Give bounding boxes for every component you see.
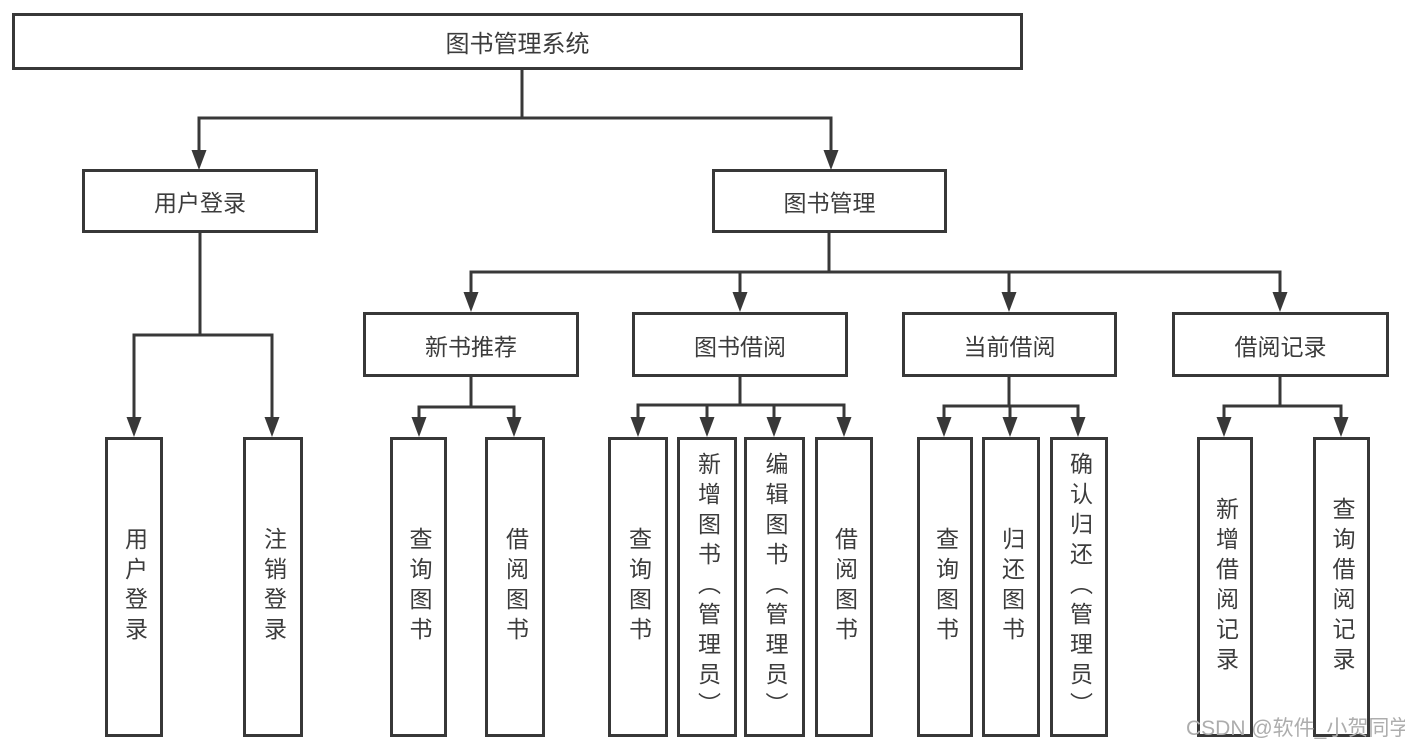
node-label: 新书推荐: [425, 333, 517, 360]
leaf-query-books-borrowing: 查询图书: [608, 437, 668, 737]
leaf-query-borrow-record: 查询借阅记录: [1313, 437, 1370, 737]
node-label: 查询图书: [932, 527, 959, 647]
node-label: 借阅图书: [502, 527, 529, 647]
node-label: 图书借阅: [694, 333, 786, 360]
node-label: 用户登录: [154, 190, 246, 216]
node-current-borrowing: 当前借阅: [902, 312, 1117, 377]
node-label: 查询借阅记录: [1329, 497, 1355, 677]
node-label: 借阅图书: [831, 527, 858, 647]
node-label: 新增图书（管理员）: [694, 452, 721, 722]
node-label: 编辑图书（管理员）: [762, 452, 788, 722]
leaf-borrow-books-recommend: 借阅图书: [485, 437, 545, 737]
leaf-return-books: 归还图书: [982, 437, 1040, 737]
leaf-logout: 注销登录: [243, 437, 303, 737]
leaf-edit-books-admin: 编辑图书（管理员）: [744, 437, 805, 737]
leaf-query-books-current: 查询图书: [917, 437, 973, 737]
node-label: 注销登录: [260, 527, 287, 647]
node-book-management: 图书管理: [712, 169, 947, 233]
node-user-login: 用户登录: [82, 169, 318, 233]
node-borrow-records: 借阅记录: [1172, 312, 1389, 377]
node-label: 查询图书: [406, 527, 432, 647]
leaf-query-books-recommend: 查询图书: [390, 437, 447, 737]
node-label: 图书管理: [783, 190, 876, 216]
node-label: 确认归还（管理员）: [1066, 452, 1093, 722]
leaf-confirm-return-admin: 确认归还（管理员）: [1050, 437, 1108, 737]
node-book-borrowing: 图书借阅: [632, 312, 848, 377]
leaf-add-books-admin: 新增图书（管理员）: [677, 437, 737, 737]
node-library-system: 图书管理系统: [12, 13, 1023, 70]
leaf-add-borrow-record: 新增借阅记录: [1197, 437, 1253, 737]
leaf-user-login: 用户登录: [105, 437, 163, 737]
node-new-book-recommend: 新书推荐: [363, 312, 579, 377]
node-label: 查询图书: [625, 527, 652, 647]
leaf-borrow-books: 借阅图书: [815, 437, 873, 737]
node-label: 借阅记录: [1234, 333, 1327, 360]
node-label: 用户登录: [121, 527, 148, 647]
csdn-watermark: CSDN @软件_小贺同学: [1186, 717, 1405, 740]
node-label: 当前借阅: [963, 333, 1056, 360]
node-label: 图书管理系统: [445, 31, 590, 58]
node-label: 新增借阅记录: [1212, 497, 1239, 677]
node-label: 归还图书: [998, 527, 1025, 647]
